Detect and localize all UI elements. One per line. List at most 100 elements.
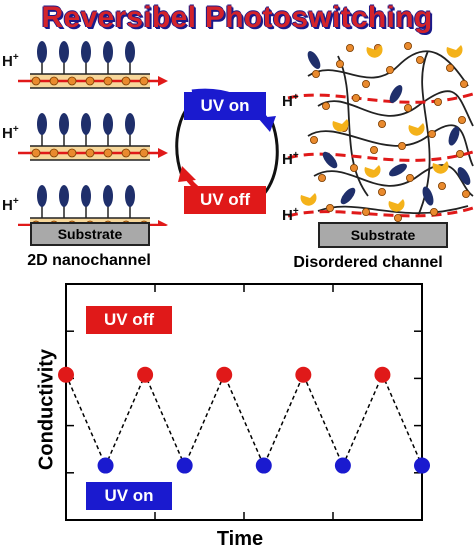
proton-path (287, 92, 474, 104)
node-icon (350, 163, 359, 172)
page-title: Reversibel Photoswitching (41, 1, 433, 34)
node-icon (318, 173, 327, 182)
arrowhead-icon (158, 76, 168, 86)
molecule-icon (448, 126, 460, 146)
node-icon (31, 148, 41, 158)
arrowhead-icon (158, 148, 168, 158)
conductivity-chart (58, 283, 430, 521)
node-icon (362, 80, 371, 89)
polymer-chain (337, 55, 369, 197)
node-icon (457, 116, 466, 125)
molecule-icon (103, 41, 113, 63)
node-icon (336, 59, 345, 68)
node-icon (398, 142, 407, 151)
molecule-icon (389, 85, 403, 103)
x-axis-title: Time (216, 528, 264, 550)
node-icon (67, 148, 77, 158)
right-caption: Disordered channel (293, 254, 443, 271)
molecule-icon (125, 113, 135, 135)
proton-path (287, 206, 474, 218)
node-icon (49, 148, 59, 158)
molecule-icon (81, 41, 91, 63)
node-icon (386, 65, 395, 74)
node-icon (322, 102, 331, 111)
bent-molecule-icon (332, 119, 349, 132)
uv-on-switch-label: UV on (184, 92, 266, 120)
molecule-icon (59, 41, 69, 63)
node-icon (394, 213, 403, 222)
molecule-icon (307, 51, 321, 69)
node-icon (445, 63, 454, 72)
node-icon (103, 76, 113, 86)
proton-path (287, 150, 474, 162)
molecule-icon (125, 185, 135, 207)
polymer-chain (307, 50, 469, 87)
node-icon (67, 76, 77, 86)
uv-on-point (334, 457, 351, 474)
molecule-icon (59, 185, 69, 207)
node-icon (378, 120, 387, 129)
molecule-icon (103, 185, 113, 207)
node-icon (437, 181, 446, 190)
polymer-chain (313, 164, 474, 197)
molecule-icon (59, 113, 69, 135)
uv-on-chart-label: UV on (86, 482, 172, 510)
node-icon (312, 70, 321, 79)
node-icon (378, 187, 387, 196)
bent-molecule-icon (364, 165, 381, 178)
uv-off-point (374, 366, 391, 383)
left-caption: 2D nanochannel (27, 252, 151, 269)
uv-off-chart-label: UV off (86, 306, 172, 334)
bent-molecule-icon (366, 45, 383, 58)
left-substrate: Substrate (30, 222, 150, 246)
proton-label-1: H+ (2, 52, 19, 70)
uv-off-point (295, 366, 312, 383)
node-icon (31, 76, 41, 86)
molecule-icon (422, 186, 434, 206)
molecule-icon (37, 113, 47, 135)
molecule-icon (389, 163, 407, 177)
node-icon (459, 80, 468, 89)
node-icon (404, 42, 413, 50)
uv-on-point (414, 457, 430, 474)
node-icon (139, 148, 149, 158)
bent-molecule-icon (388, 199, 405, 212)
molecule-icon (457, 167, 471, 185)
node-icon (404, 104, 413, 113)
connecting-line (65, 372, 423, 468)
polymer-chain (317, 90, 474, 127)
ordered-channel-illustration (18, 41, 168, 226)
uv-off-point (58, 366, 74, 383)
uv-off-point (216, 366, 233, 383)
molecule-icon (340, 187, 356, 205)
uv-off-point (137, 366, 154, 383)
proton-label-6: H+ (282, 206, 299, 224)
node-icon (362, 207, 371, 216)
disordered-channel-illustration (287, 42, 474, 222)
uv-on-point (176, 457, 193, 474)
node-icon (405, 173, 414, 182)
proton-label-2: H+ (2, 124, 19, 142)
molecule-icon (103, 113, 113, 135)
node-icon (139, 76, 149, 86)
node-icon (461, 189, 470, 198)
molecule-icon (37, 41, 47, 63)
node-icon (310, 136, 319, 145)
molecule-icon (125, 41, 135, 63)
node-icon (352, 94, 361, 103)
uv-on-point (255, 457, 272, 474)
uv-off-switch-label: UV off (184, 186, 266, 214)
node-icon (346, 43, 355, 52)
node-icon (49, 76, 59, 86)
molecule-icon (322, 151, 338, 169)
proton-label-4: H+ (282, 92, 299, 110)
proton-label-5: H+ (282, 150, 299, 168)
node-icon (433, 98, 442, 107)
molecule-icon (37, 185, 47, 207)
molecule-icon (81, 185, 91, 207)
node-icon (85, 76, 95, 86)
arrowhead-icon (158, 220, 168, 226)
node-icon (455, 150, 464, 159)
node-icon (429, 207, 438, 216)
node-icon (326, 203, 335, 212)
